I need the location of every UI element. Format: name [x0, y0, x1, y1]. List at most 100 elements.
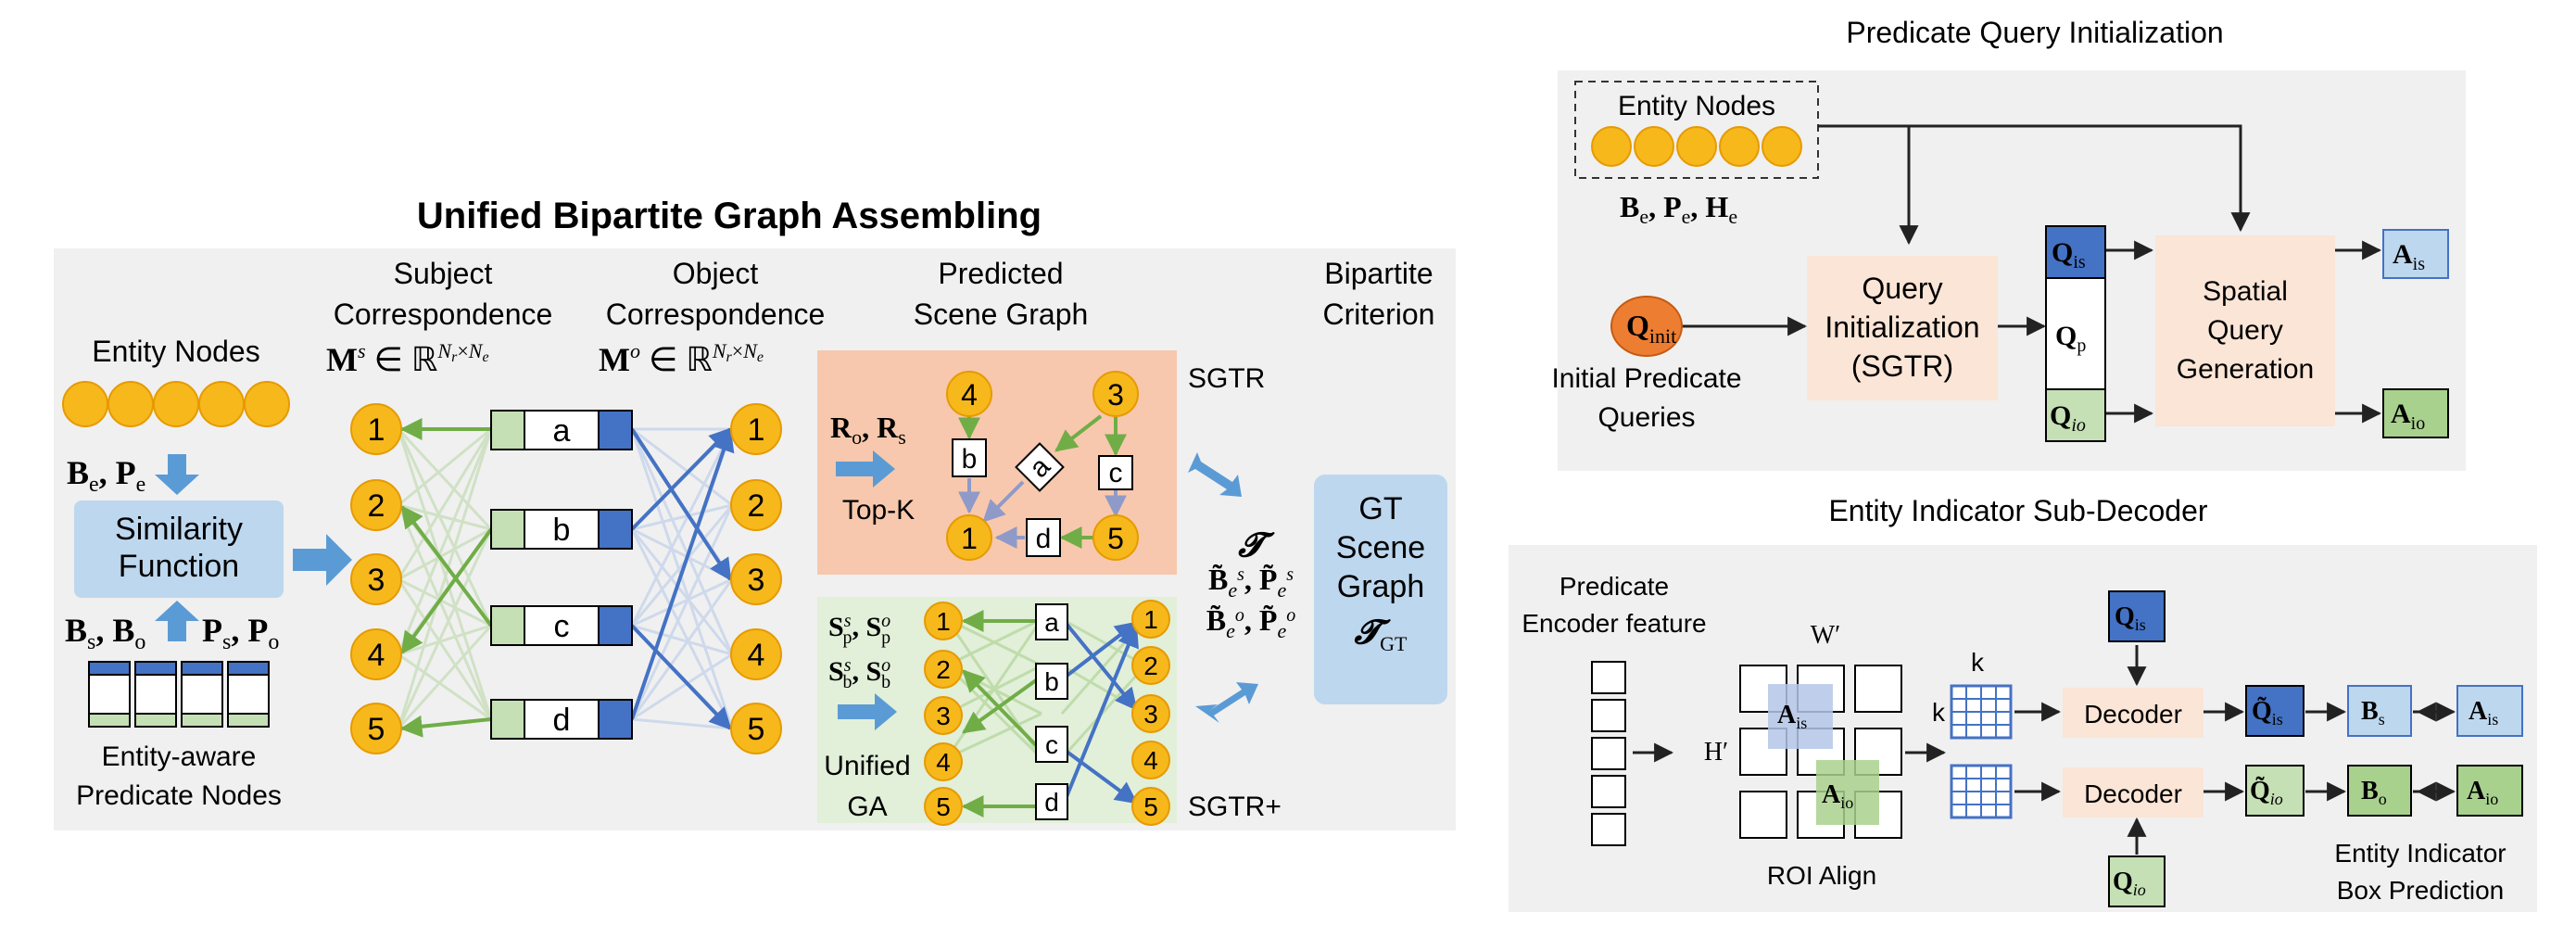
svg-text:1: 1 [961, 522, 978, 555]
encoder-line1: Predicate [1559, 572, 1669, 601]
gt-line1: GT [1358, 491, 1402, 526]
pooled-grid-bottom [1950, 764, 2013, 819]
object-node: 1 [730, 403, 782, 455]
bipartite-line1: Bipartite [1324, 257, 1433, 290]
double-arrow-bottom-icon [1195, 682, 1258, 723]
query-stack: Qis Qp Qio [2045, 225, 2106, 442]
entity-node [198, 381, 245, 427]
ga-subject-edges [961, 610, 1038, 817]
a-io-output [2382, 388, 2449, 438]
sgtr-entity-node: 4 [946, 371, 992, 417]
ga-predicate-nodes: a b c d [1035, 603, 1068, 820]
svg-text:5: 5 [1143, 792, 1158, 821]
subject-node: 1 [350, 403, 402, 455]
q-io-block [2045, 388, 2106, 442]
double-arrow-top-icon [1188, 452, 1242, 497]
unified-arrow-icon [838, 693, 897, 730]
a-is-region [1768, 684, 1833, 749]
q-io-tilde-output [2245, 765, 2305, 817]
svg-text:a: a [553, 413, 571, 449]
entity-nodes-label: Entity Nodes [92, 335, 259, 368]
h-prime-label: H′ [1704, 738, 1728, 767]
predicted-sg-line1: Predicted [938, 257, 1063, 290]
gt-scene-graph-box [1314, 475, 1447, 704]
entity-node [1762, 126, 1802, 167]
svg-text:1: 1 [1143, 605, 1158, 634]
entity-node [244, 381, 290, 427]
entity-node [1591, 126, 1632, 167]
a-is-gt-box [2456, 685, 2523, 737]
svg-text:5: 5 [1107, 522, 1124, 555]
spatial-line2: Query [2207, 315, 2283, 346]
similarity-function-box [74, 501, 284, 598]
sgtr-entity-node: 1 [946, 514, 992, 561]
svg-text:a: a [1044, 608, 1059, 637]
predicate-card [181, 661, 223, 728]
sgtr-predicate-node: d [1026, 518, 1061, 557]
predicate-node: c [490, 605, 633, 646]
k-top-label: k [1971, 648, 1985, 677]
entity-node [1719, 126, 1760, 167]
object-edges [630, 427, 735, 730]
bs-bo-label: Bs, Bo [65, 612, 145, 654]
svg-text:4: 4 [936, 748, 951, 777]
q-is-block [2045, 225, 2106, 279]
predicate-query-init-panel: Predicate Query Initialization Entity No… [1551, 16, 2466, 471]
svg-text:d: d [1044, 788, 1059, 817]
a-io-gt-box [2456, 765, 2523, 817]
ga-predicate-node: a [1035, 603, 1068, 640]
predicted-sg-line2: Scene Graph [914, 298, 1089, 331]
ga-label: GA [847, 792, 887, 822]
svg-text:c: c [1109, 458, 1123, 488]
entity-node [1634, 126, 1674, 167]
predicate-node: b [490, 509, 633, 550]
encoder-line2: Encoder feature [1522, 609, 1706, 638]
q-io-input [2108, 855, 2166, 907]
initial-line1: Initial Predicate [1551, 363, 1741, 394]
ga-left-nodes: 1 2 3 4 5 [924, 602, 963, 826]
object-node: 4 [730, 628, 782, 680]
topk-arrow-icon [836, 450, 895, 488]
spatial-line3: Generation [2177, 354, 2314, 385]
svg-text:d: d [553, 703, 571, 738]
svg-text:3: 3 [748, 563, 765, 598]
a-is-label: Ais [2393, 239, 2425, 274]
subject-node: 5 [350, 703, 402, 754]
subject-node: 3 [350, 553, 402, 605]
query-init-box [1807, 256, 1998, 400]
subject-node-column: 1 2 3 4 5 [350, 403, 402, 754]
svg-text:b: b [1044, 667, 1059, 696]
bes-label: B̃es, P̃es [1208, 563, 1294, 602]
left-panel: Unified Bipartite Graph Assembling Entit… [54, 196, 1456, 830]
ga-subject-node: 5 [924, 787, 963, 826]
faint-subject-edges [397, 427, 493, 730]
up-arrow-icon [155, 601, 199, 641]
mo-formula: Mo ∈ ℝNr×Ne [599, 339, 764, 378]
subject-node: 2 [350, 479, 402, 531]
pqi-entity-node-row [1591, 126, 1802, 167]
ro-rs-label: Ro, Rs [830, 411, 906, 449]
svg-text:1: 1 [936, 607, 951, 636]
predicate-node: a [490, 410, 633, 450]
predicate-node-cards [88, 661, 270, 728]
gt-line3: Graph [1337, 569, 1425, 604]
sgtr-nodes: 4 3 1 5 b a c d [946, 371, 1139, 561]
svg-text:3: 3 [368, 563, 385, 598]
predicate-card [227, 661, 270, 728]
sgtr-predicate-node: b [952, 438, 987, 477]
predicate-card [134, 661, 177, 728]
pqi-title: Predicate Query Initialization [1846, 16, 2223, 49]
svg-text:4: 4 [368, 638, 385, 673]
indicator-line1: Entity Indicator [2334, 839, 2506, 868]
spatial-line1: Spatial [2203, 276, 2288, 307]
decoder-bottom-label: Decoder [2084, 779, 2182, 808]
ga-object-node: 1 [1131, 600, 1170, 639]
ga-object-edges [1064, 621, 1139, 805]
query-init-line2: Initialization [1825, 310, 1979, 344]
ga-subject-node: 4 [924, 742, 963, 781]
a-is-output [2382, 229, 2449, 279]
svg-text:4: 4 [1143, 746, 1158, 775]
similarity-line2: Function [119, 549, 239, 584]
